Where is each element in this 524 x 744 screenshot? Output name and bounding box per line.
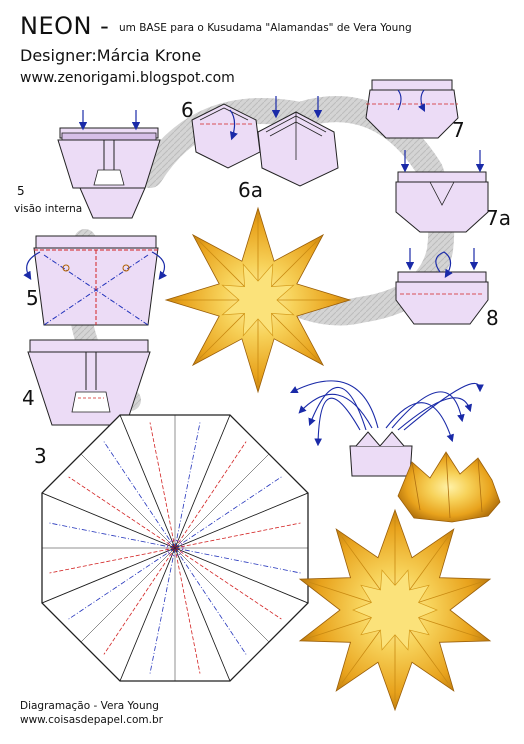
assembly-diagram <box>290 380 484 477</box>
footer-site-link[interactable]: www.coisasdepapel.com.br <box>20 714 163 726</box>
page-title: NEON - <box>20 12 110 40</box>
assembly-gold-modules-photo <box>397 451 501 523</box>
step-3-crease-pattern <box>41 414 309 682</box>
step-8-label: 8 <box>486 306 499 330</box>
step-5-label: 5 <box>26 286 39 310</box>
finished-kusudama-photo <box>298 508 492 712</box>
step-6-label: 6 <box>181 98 194 122</box>
step-4-diagram <box>27 339 151 426</box>
step-7-diagram <box>365 79 459 139</box>
step-5-interior-diagram <box>57 110 161 219</box>
step-6-diagram <box>191 103 261 169</box>
designer-credit: Designer:Márcia Krone <box>20 46 202 65</box>
step-7a-label: 7a <box>486 206 511 230</box>
step-8-diagram <box>395 248 489 325</box>
page-subtitle: um BASE para o Kusudama "Alamandas" de V… <box>119 22 412 34</box>
step-7-label: 7 <box>452 118 465 142</box>
finished-neon-star-photo <box>164 206 352 394</box>
step-5-diagram <box>23 235 167 326</box>
website-link[interactable]: www.zenorigami.blogspot.com <box>20 70 235 86</box>
footer-credit: Diagramação - Vera Young <box>20 700 159 712</box>
step-7a-diagram <box>395 150 489 233</box>
step-6a-label: 6a <box>238 178 263 202</box>
step-5-interior-label: 5 <box>17 184 25 198</box>
step-6a-diagram <box>257 96 339 187</box>
step-5-interior-caption: visão interna <box>14 203 83 215</box>
step-3-label: 3 <box>34 444 47 468</box>
step-4-label: 4 <box>22 386 35 410</box>
